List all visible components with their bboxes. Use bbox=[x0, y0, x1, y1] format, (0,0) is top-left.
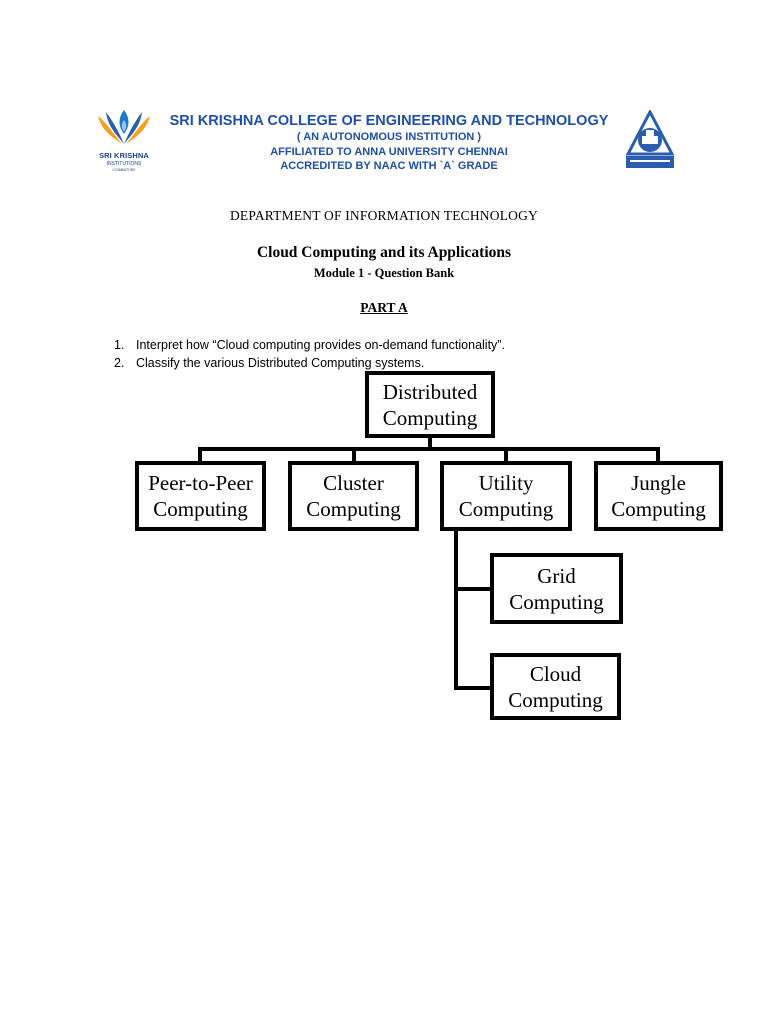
node-label: Computing bbox=[458, 497, 554, 521]
node-grid-computing: Grid Computing bbox=[490, 553, 623, 624]
question-number: 2. bbox=[114, 356, 125, 370]
question-text: Classify the various Distributed Computi… bbox=[136, 356, 425, 370]
connector-utility-vertical bbox=[454, 528, 458, 690]
node-label: Distributed bbox=[382, 379, 478, 404]
institution-header: SRI KRISHNA COLLEGE OF ENGINEERING AND T… bbox=[150, 112, 628, 174]
accreditation-line: ACCREDITED BY NAAC WITH `A` GRADE bbox=[280, 160, 498, 172]
node-label: Cluster bbox=[323, 471, 384, 495]
connector-grid bbox=[454, 587, 492, 591]
node-label: Computing bbox=[306, 497, 401, 521]
node-label: Computing bbox=[611, 497, 706, 521]
module-subtitle: Module 1 - Question Bank bbox=[313, 266, 455, 280]
connector-horizontal bbox=[198, 447, 660, 451]
node-label: Computing bbox=[508, 687, 603, 712]
question-number: 1. bbox=[114, 338, 125, 352]
question-text: Interpret how “Cloud computing provides … bbox=[136, 338, 505, 352]
node-peer-to-peer-computing: Peer-to-Peer Computing bbox=[135, 461, 266, 531]
flame-logo-icon bbox=[98, 110, 150, 144]
node-label: Computing bbox=[153, 497, 248, 521]
node-label: Cloud bbox=[529, 661, 582, 686]
node-distributed-computing: Distributed Computing bbox=[365, 371, 495, 438]
connector-root-vertical bbox=[428, 436, 432, 450]
logo-sub-text: INSTITUTIONS bbox=[106, 161, 142, 167]
node-label: Peer-to-Peer bbox=[148, 471, 253, 495]
node-jungle-computing: Jungle Computing bbox=[594, 461, 723, 531]
node-label: Jungle bbox=[631, 471, 686, 495]
question-list: 1. Interpret how “Cloud computing provid… bbox=[114, 336, 505, 372]
logo-brand-text: SRI KRISHNA bbox=[99, 151, 149, 160]
node-label: Computing bbox=[509, 589, 604, 614]
node-label: Computing bbox=[382, 405, 478, 430]
institution-name: SRI KRISHNA COLLEGE OF ENGINEERING AND T… bbox=[169, 113, 609, 129]
node-cluster-computing: Cluster Computing bbox=[288, 461, 419, 531]
logo-sub2-text: COIMBATORE bbox=[112, 168, 136, 172]
question-item: 1. Interpret how “Cloud computing provid… bbox=[114, 336, 505, 354]
connector-cloud bbox=[454, 686, 492, 690]
affiliation-line: AFFILIATED TO ANNA UNIVERSITY CHENNAI bbox=[270, 145, 508, 158]
accreditation-seal-icon bbox=[624, 108, 676, 172]
node-utility-computing: Utility Computing bbox=[440, 461, 572, 531]
autonomous-line: ( AN AUTONOMOUS INSTITUTION ) bbox=[296, 131, 482, 143]
institution-logo: SRI KRISHNA INSTITUTIONS COIMBATORE bbox=[92, 108, 156, 174]
node-cloud-computing: Cloud Computing bbox=[490, 653, 621, 720]
course-title: Cloud Computing and its Applications bbox=[256, 244, 512, 261]
part-heading: PART A bbox=[360, 300, 408, 315]
node-label: Utility bbox=[478, 471, 534, 495]
department-title: DEPARTMENT OF INFORMATION TECHNOLOGY bbox=[229, 208, 539, 223]
node-label: Grid bbox=[537, 563, 576, 588]
question-item: 2. Classify the various Distributed Comp… bbox=[114, 354, 505, 372]
